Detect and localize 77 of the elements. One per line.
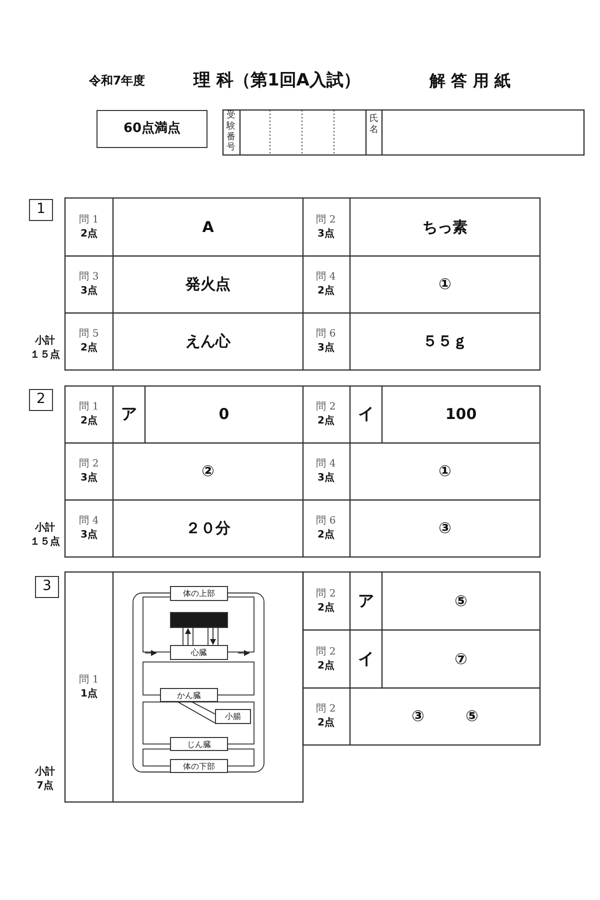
point-value: 3点 — [318, 342, 334, 354]
organ-box: 体の下部 — [170, 759, 228, 773]
answer-text: ② — [202, 462, 214, 480]
answer-text: ２０分 — [186, 520, 230, 536]
question-number: 問 2 — [316, 588, 336, 600]
answer-text: ③ — [438, 520, 452, 536]
answer-text: えん心 — [186, 332, 230, 350]
subtotal-points: １５点 — [30, 350, 60, 360]
organ-box: 心臓 — [170, 645, 228, 660]
answer-text: ⑦ — [454, 650, 468, 668]
answer-text: A — [202, 218, 214, 236]
subtotal-points: 7点 — [36, 780, 54, 792]
answer-text: ５５ｇ — [422, 332, 468, 350]
point-value: 2点 — [80, 416, 98, 426]
question-number: 問 4 — [316, 272, 336, 282]
heading-text: 令和7年度 — [88, 74, 146, 88]
answer-text: ⑤ — [466, 708, 478, 724]
arrow — [210, 628, 216, 645]
point-value: 2点 — [318, 718, 334, 728]
point-value: 1点 — [80, 688, 98, 700]
point-value: 2点 — [80, 228, 98, 240]
field-label: 受験番号 — [226, 110, 236, 154]
question-number: 問 4 — [79, 516, 99, 526]
score-box: 60点満点 — [96, 110, 208, 148]
point-value: 2点 — [318, 416, 334, 426]
title: 理 科（第1回A入試） — [194, 72, 360, 90]
choice-label: ア — [121, 405, 137, 423]
question-number: 問 2 — [316, 646, 336, 658]
choice-label: イ — [358, 405, 374, 423]
subtotal-points: １５点 — [30, 536, 60, 548]
question-number: 問 5 — [79, 328, 99, 340]
choice-label: ア — [358, 592, 374, 610]
point-value: 3点 — [318, 472, 334, 484]
question-number: 問 4 — [316, 458, 336, 470]
answer-text: ちっ素 — [422, 218, 468, 236]
organ-box: 小腸 — [215, 709, 251, 724]
section-number: 3 — [35, 576, 59, 598]
organ-box: かん臓 — [160, 688, 218, 702]
point-value: 2点 — [80, 342, 98, 354]
question-number: 問 1 — [79, 214, 99, 226]
answer-text: 0 — [218, 406, 230, 422]
point-value: 3点 — [80, 286, 98, 296]
answer-text: 発火点 — [186, 276, 230, 292]
question-number: 問 6 — [316, 328, 336, 340]
dark-block — [170, 612, 228, 628]
point-value: 2点 — [318, 286, 334, 296]
question-number: 問 2 — [316, 214, 336, 226]
section-number: 2 — [29, 389, 53, 411]
field-label: 氏名 — [369, 114, 379, 136]
organ-box: 体の上部 — [170, 586, 228, 601]
subtotal-label: 小計 — [35, 336, 55, 346]
question-number: 問 1 — [79, 674, 99, 686]
question-number: 問 2 — [316, 402, 336, 412]
question-number: 問 3 — [79, 272, 99, 282]
answer-text: 100 — [445, 406, 477, 422]
question-number: 問 6 — [316, 516, 336, 526]
answer-text: ③ — [412, 708, 424, 724]
answer-text: ① — [438, 276, 452, 292]
point-value: 2点 — [318, 530, 334, 540]
choice-label: イ — [358, 650, 374, 668]
arrow — [185, 628, 191, 646]
question-number: 問 1 — [79, 402, 99, 412]
point-value: 2点 — [318, 602, 334, 614]
question-number: 問 2 — [79, 458, 99, 470]
subtotal-label: 小計 — [35, 522, 55, 534]
point-value: 3点 — [318, 228, 334, 240]
question-number: 問 2 — [316, 704, 336, 714]
point-value: 2点 — [318, 660, 334, 672]
subtotal-label: 小計 — [35, 766, 55, 778]
vessel-connector — [178, 702, 216, 724]
heading-text: 解 答 用 紙 — [430, 72, 510, 90]
answer-text: ⑤ — [454, 592, 468, 610]
organ-box: じん臓 — [170, 737, 228, 751]
point-value: 3点 — [80, 472, 98, 484]
answer-text: ① — [438, 462, 452, 480]
point-value: 3点 — [80, 530, 98, 540]
section-number: 1 — [29, 199, 53, 221]
